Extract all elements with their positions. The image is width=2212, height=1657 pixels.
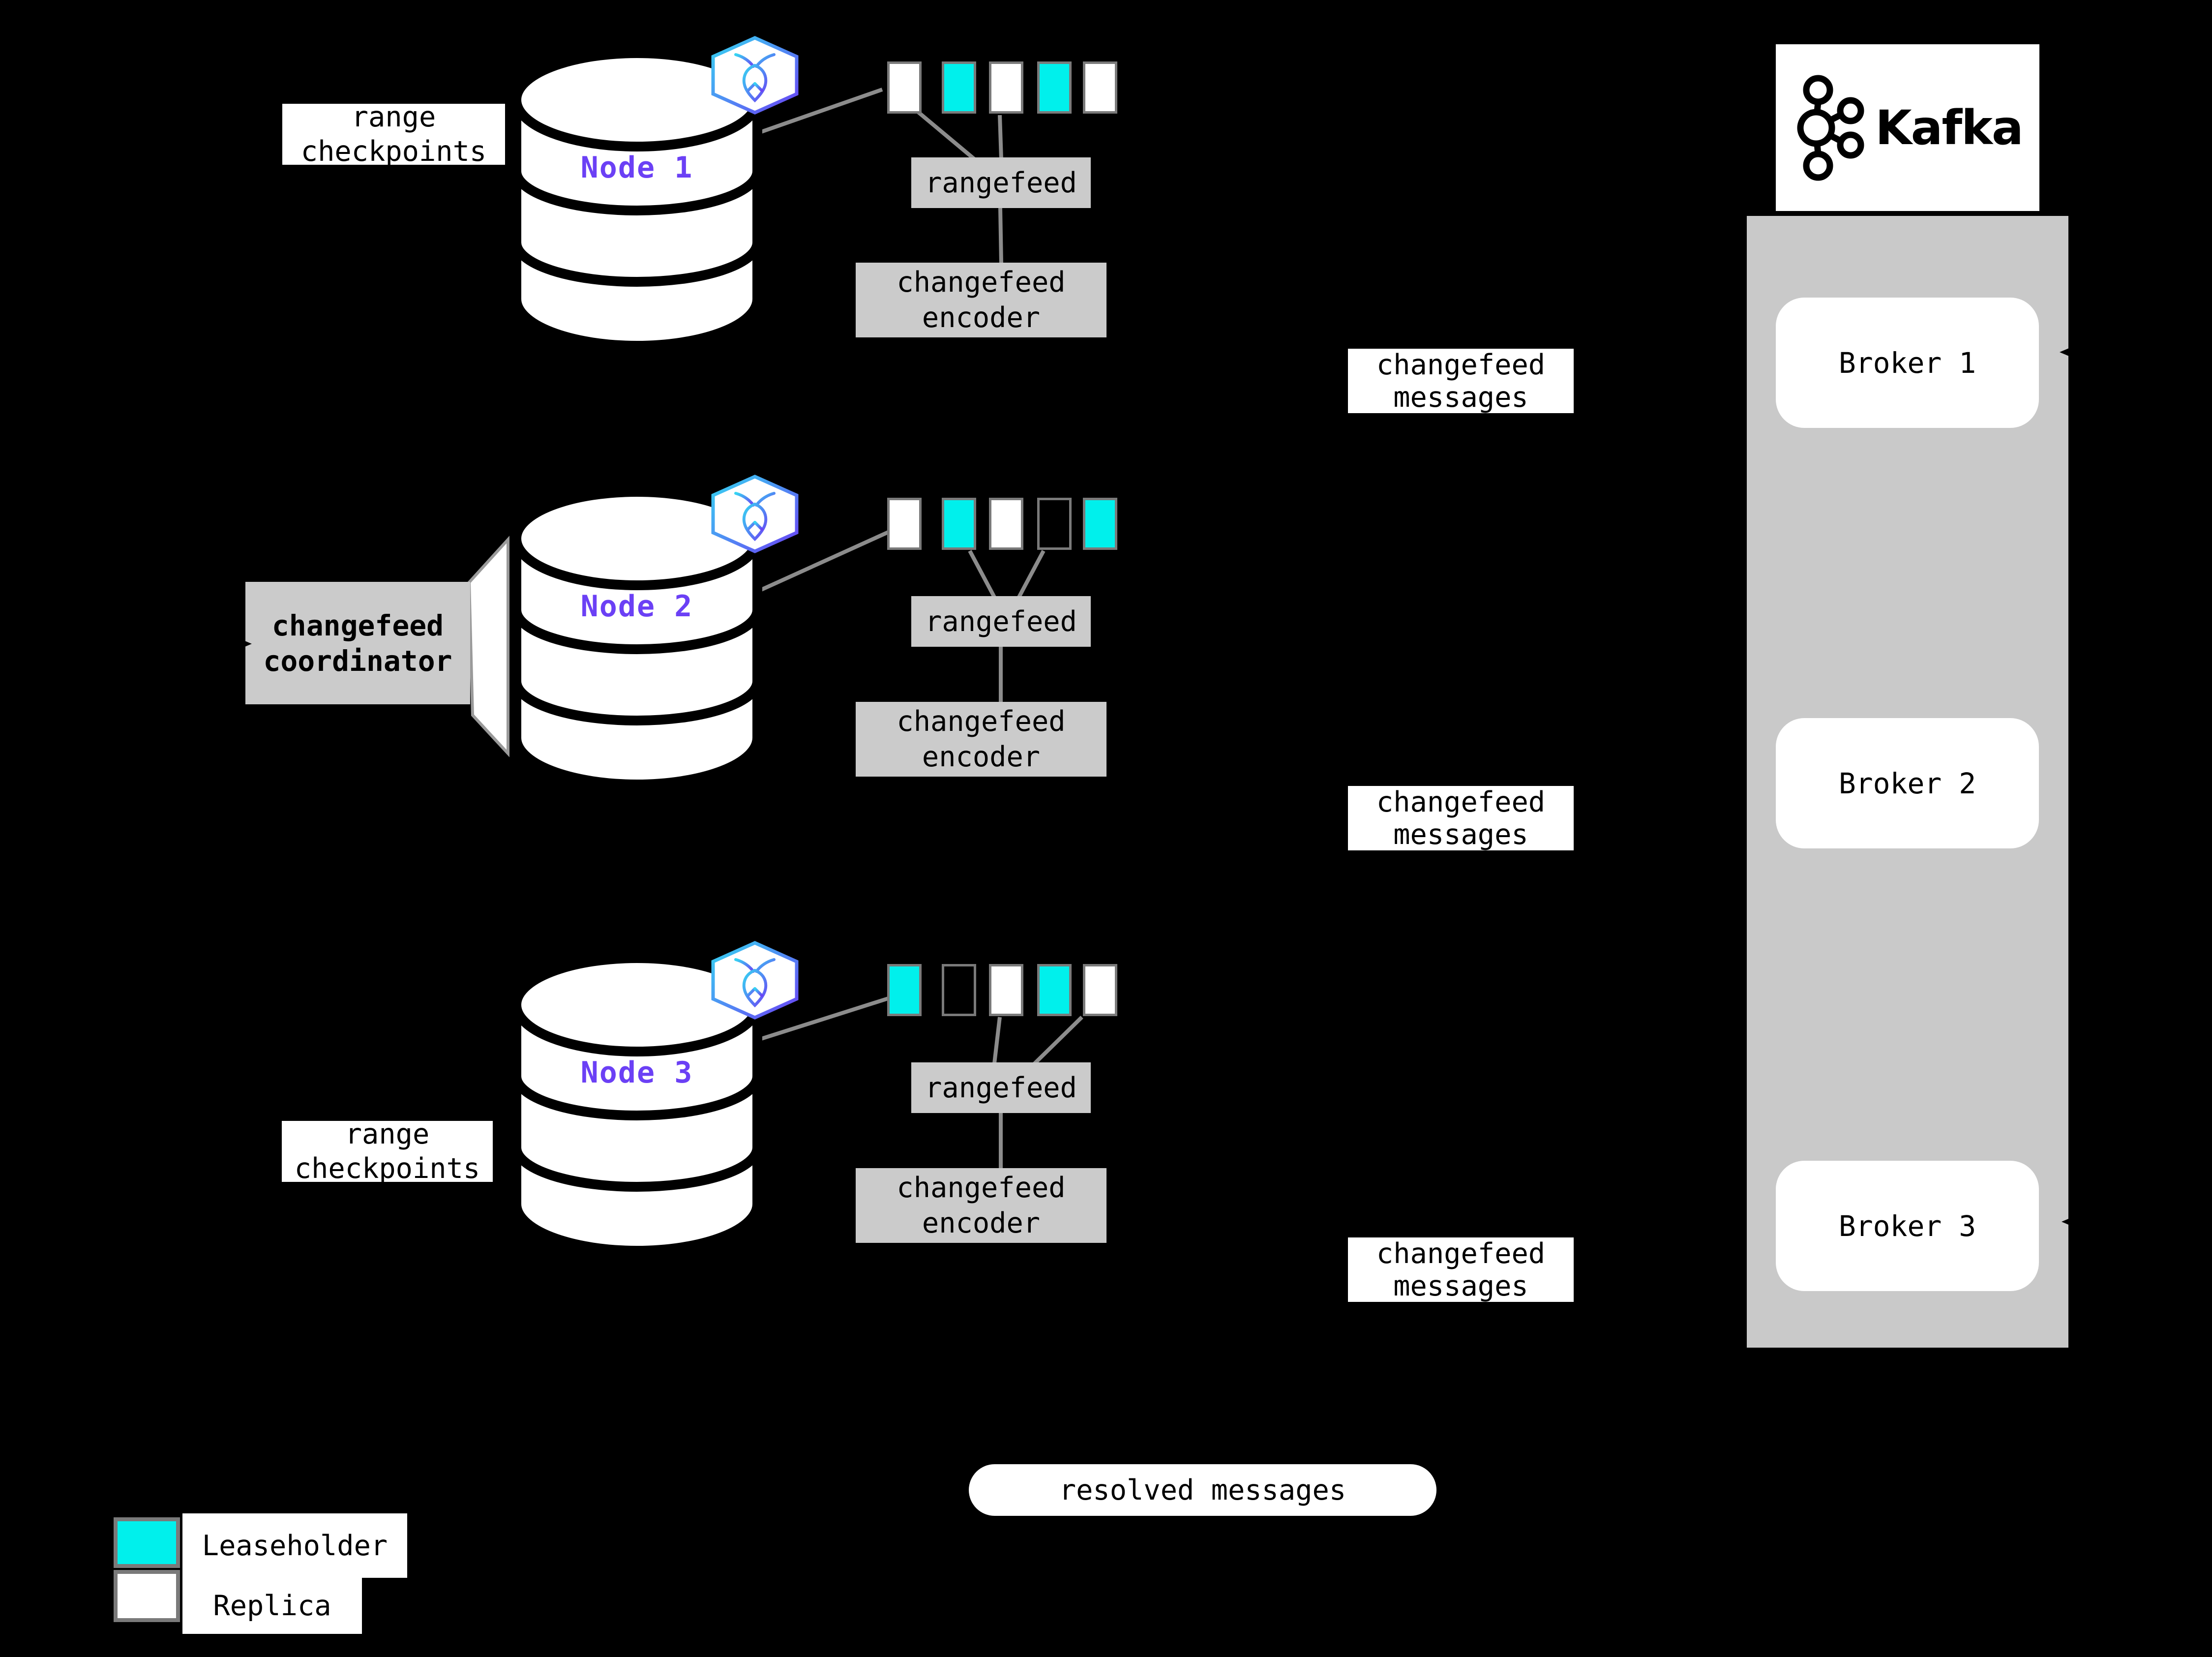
connector-node3-to-range bbox=[760, 996, 889, 1041]
checkpoints-line2: checkpoints bbox=[294, 1152, 480, 1185]
range-checkpoints-label: range checkpoints bbox=[282, 101, 505, 168]
range-square bbox=[887, 61, 922, 114]
connector-node2-to-range bbox=[760, 530, 889, 592]
broker-label: Broker 2 bbox=[1838, 766, 1976, 800]
rangefeed-box: rangefeed bbox=[911, 157, 1091, 208]
legend-replica-label: Replica bbox=[182, 1578, 362, 1634]
connector-range-to-rangefeed-1a bbox=[913, 107, 976, 161]
messages-line1: changefeed bbox=[1376, 785, 1546, 818]
range-square bbox=[1083, 964, 1117, 1016]
encoder-label-line1: changefeed bbox=[897, 266, 1066, 299]
connector-node1-to-range bbox=[760, 88, 883, 134]
legend-replica-text: Replica bbox=[213, 1590, 331, 1622]
node3-label: Node 3 bbox=[580, 1055, 693, 1090]
node2-label: Node 2 bbox=[580, 589, 693, 624]
range-square bbox=[942, 964, 976, 1016]
encoder-label-line2: encoder bbox=[922, 741, 1041, 773]
checkpoints-line1: range bbox=[351, 101, 436, 133]
node1-label: Node 1 bbox=[580, 151, 693, 185]
changefeed-encoder-box: changefeed encoder bbox=[856, 702, 1106, 777]
range-square bbox=[989, 498, 1023, 550]
encoder-label-line1: changefeed bbox=[897, 1172, 1066, 1204]
legend-leaseholder-text: Leaseholder bbox=[202, 1529, 388, 1562]
messages-line2: messages bbox=[1393, 381, 1528, 414]
cockroachdb-icon bbox=[711, 36, 799, 115]
range-square bbox=[1037, 61, 1072, 114]
messages-line2: messages bbox=[1393, 1269, 1528, 1302]
rangefeed-box: rangefeed bbox=[911, 596, 1091, 647]
connector-range-to-rangefeed-1b bbox=[998, 115, 1003, 160]
encoder-label-line1: changefeed bbox=[897, 705, 1066, 738]
broker-2: Broker 2 bbox=[1776, 718, 2039, 848]
broker-1: Broker 1 bbox=[1776, 298, 2039, 428]
changefeed-messages-label: changefeed messages bbox=[1348, 1237, 1574, 1302]
arrowhead-into-coordinator bbox=[233, 636, 252, 652]
checkpoints-line2: checkpoints bbox=[300, 135, 487, 168]
changefeed-coordinator-box: changefeed coordinator bbox=[245, 582, 470, 704]
connector-range-to-rangefeed-3a bbox=[992, 1017, 1002, 1064]
coordinator-line2: coordinator bbox=[263, 644, 452, 678]
connector-range-to-rangefeed-2a bbox=[968, 550, 996, 598]
legend-replica-swatch bbox=[114, 1570, 180, 1622]
changefeed-encoder-box: changefeed encoder bbox=[856, 263, 1106, 337]
range-square bbox=[1083, 61, 1117, 114]
resolved-messages-text: resolved messages bbox=[1059, 1474, 1346, 1506]
cockroachdb-icon bbox=[711, 475, 799, 553]
rangefeed-label: rangefeed bbox=[925, 1071, 1077, 1104]
legend-leaseholder-label: Leaseholder bbox=[182, 1513, 407, 1578]
range-checkpoints-label: range checkpoints bbox=[282, 1118, 493, 1185]
legend-leaseholder-swatch bbox=[114, 1517, 180, 1568]
node3-database-cylinder bbox=[511, 953, 762, 1256]
connector-rangefeed-to-encoder-1 bbox=[998, 208, 1003, 264]
range-square bbox=[989, 964, 1023, 1016]
range-square bbox=[1083, 498, 1117, 550]
range-square bbox=[1037, 964, 1072, 1016]
resolved-messages-label: resolved messages bbox=[969, 1464, 1436, 1516]
changefeed-encoder-box: changefeed encoder bbox=[856, 1168, 1106, 1243]
messages-line2: messages bbox=[1393, 818, 1528, 851]
node2-database-cylinder bbox=[511, 487, 762, 789]
range-square bbox=[1037, 498, 1072, 550]
kafka-logo-box: Kafka bbox=[1776, 44, 2039, 211]
messages-line1: changefeed bbox=[1376, 1237, 1546, 1270]
rangefeed-box: rangefeed bbox=[911, 1062, 1091, 1113]
encoder-label-line2: encoder bbox=[922, 1207, 1041, 1239]
broker-label: Broker 1 bbox=[1838, 346, 1976, 380]
messages-line1: changefeed bbox=[1376, 348, 1546, 381]
encoder-label-line2: encoder bbox=[922, 301, 1041, 334]
arrowhead-into-broker1 bbox=[2060, 344, 2078, 360]
broker-3: Broker 3 bbox=[1776, 1161, 2039, 1291]
range-square bbox=[887, 498, 922, 550]
range-square bbox=[942, 61, 976, 114]
range-square bbox=[989, 61, 1023, 114]
rangefeed-label: rangefeed bbox=[925, 166, 1077, 199]
coordinator-flag-shape bbox=[467, 536, 509, 757]
range-square bbox=[887, 964, 922, 1016]
coordinator-line1: changefeed bbox=[271, 608, 444, 642]
kafka-icon bbox=[1797, 75, 1864, 181]
kafka-wordmark: Kafka bbox=[1875, 100, 2024, 155]
changefeed-messages-label: changefeed messages bbox=[1348, 348, 1574, 414]
node1-database-cylinder bbox=[511, 48, 762, 351]
connector-range-to-rangefeed-3b bbox=[1032, 1016, 1083, 1066]
connector-range-to-rangefeed-2b bbox=[1017, 550, 1046, 598]
cockroachdb-icon bbox=[711, 941, 799, 1020]
checkpoints-line1: range bbox=[345, 1118, 430, 1150]
broker-label: Broker 3 bbox=[1838, 1209, 1976, 1243]
arrowhead-into-broker3 bbox=[2062, 1214, 2080, 1230]
changefeed-messages-label: changefeed messages bbox=[1348, 785, 1574, 851]
rangefeed-label: rangefeed bbox=[925, 605, 1077, 638]
range-square bbox=[942, 498, 976, 550]
